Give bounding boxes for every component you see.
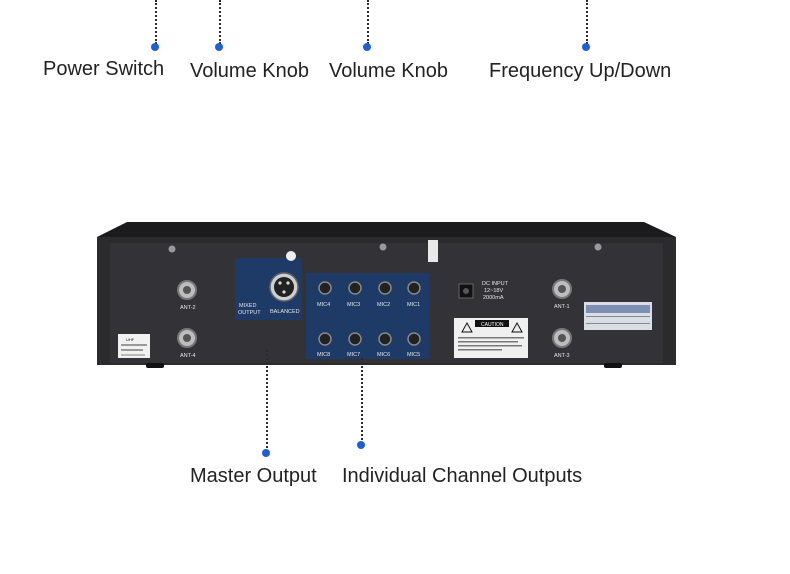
screw-right bbox=[594, 243, 602, 251]
mic2-label: MIC2 bbox=[377, 302, 390, 308]
chassis-top bbox=[97, 222, 676, 237]
channel-outputs-marker bbox=[357, 441, 365, 449]
mic5-jack bbox=[407, 332, 421, 346]
uhf-label: UHF bbox=[126, 337, 135, 342]
mic-jacks-bottom bbox=[318, 332, 421, 346]
mic8-jack bbox=[318, 332, 332, 346]
channel-outputs-label: Individual Channel Outputs bbox=[342, 465, 583, 487]
cable-tag bbox=[286, 251, 296, 261]
mic7-label: MIC7 bbox=[347, 352, 360, 358]
mic6-jack bbox=[378, 332, 392, 346]
mic3-jack bbox=[348, 281, 362, 295]
dc-current-label: 2000mA bbox=[483, 295, 504, 301]
screw-center bbox=[379, 243, 387, 251]
foot-left bbox=[146, 363, 164, 368]
mic8-label: MIC8 bbox=[317, 352, 330, 358]
mic7-jack bbox=[348, 332, 362, 346]
warning-triangle-right bbox=[511, 321, 523, 333]
xlr-pin-1 bbox=[278, 281, 282, 285]
mic5-label: MIC5 bbox=[407, 352, 420, 358]
master-output-leader bbox=[266, 350, 268, 452]
ant-3-core bbox=[558, 334, 566, 342]
ant-4-core bbox=[183, 334, 191, 342]
output-label: OUTPUT bbox=[238, 310, 261, 316]
caution-line-1 bbox=[458, 337, 524, 339]
volume-knob-1-leader bbox=[219, 0, 221, 44]
power-switch-leader bbox=[155, 0, 157, 44]
xlr-pin-2 bbox=[286, 281, 290, 285]
mic3-label: MIC3 bbox=[347, 302, 360, 308]
mic1-label: MIC1 bbox=[407, 302, 420, 308]
foot-right bbox=[604, 363, 622, 368]
xlr-pin-3 bbox=[282, 290, 286, 294]
balanced-label: BALANCED bbox=[270, 309, 300, 315]
uhf-line-2 bbox=[121, 349, 143, 351]
mic2-jack bbox=[378, 281, 392, 295]
ant-2-core bbox=[183, 286, 191, 294]
volume-knob-2-marker bbox=[363, 43, 371, 51]
master-output-label: Master Output bbox=[190, 465, 317, 487]
caution-label: CAUTION bbox=[481, 322, 504, 328]
frequency-leader bbox=[586, 0, 588, 44]
ant-1-core bbox=[558, 285, 566, 293]
volume-knob-1-marker bbox=[215, 43, 223, 51]
volume-knob-2-leader bbox=[367, 0, 369, 44]
caution-line-3 bbox=[458, 345, 522, 347]
mic1-jack bbox=[407, 281, 421, 295]
ant-4-label: ANT-4 bbox=[180, 353, 196, 359]
dc-volt-label: 12~18V bbox=[484, 288, 503, 294]
mic-jacks-top bbox=[318, 281, 421, 295]
uhf-line-1 bbox=[121, 344, 147, 346]
mic6-label: MIC6 bbox=[377, 352, 390, 358]
caution-line-4 bbox=[458, 349, 502, 351]
mic4-jack bbox=[318, 281, 332, 295]
serial-sticker-line-2 bbox=[586, 323, 650, 324]
volume-knob-2-label: Volume Knob bbox=[329, 60, 448, 82]
ant-3-label: ANT-3 bbox=[554, 353, 570, 359]
serial-sticker-line-1 bbox=[586, 316, 650, 317]
caution-banner bbox=[475, 320, 509, 327]
dc-jack-pin bbox=[463, 288, 469, 294]
mixed-label: MIXED bbox=[239, 303, 256, 309]
tag bbox=[428, 240, 438, 262]
ant-2-label: ANT-2 bbox=[180, 305, 196, 311]
power-switch-label: Power Switch bbox=[43, 58, 165, 80]
serial-sticker-header bbox=[586, 305, 650, 313]
frequency-label: Frequency Up/Down bbox=[489, 60, 672, 82]
uhf-line-3 bbox=[121, 354, 145, 356]
frequency-marker bbox=[582, 43, 590, 51]
caution-line-2 bbox=[458, 341, 518, 343]
screw-left bbox=[168, 245, 176, 253]
dc-input-label: DC INPUT bbox=[482, 281, 509, 287]
master-output-marker bbox=[262, 449, 270, 457]
mic4-label: MIC4 bbox=[317, 302, 330, 308]
volume-knob-1-label: Volume Knob bbox=[190, 60, 309, 82]
xlr-inner bbox=[274, 277, 294, 297]
channel-outputs-leader bbox=[361, 358, 363, 444]
ant-1-label: ANT-1 bbox=[554, 304, 570, 310]
power-switch-marker bbox=[151, 43, 159, 51]
warning-triangle-left bbox=[461, 321, 473, 333]
